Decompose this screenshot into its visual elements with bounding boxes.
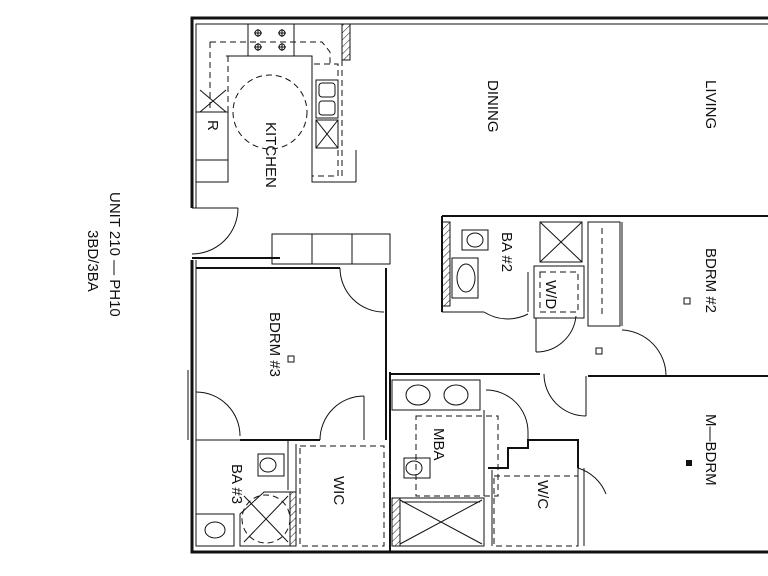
refrigerator-label: R [204, 120, 221, 131]
ba3-label: BA #3 [228, 464, 245, 504]
mba-label: MBA [430, 428, 447, 461]
mbdrm-label: M—BDRM [702, 414, 719, 486]
master-closet [488, 439, 607, 547]
washer-dryer-closet [533, 265, 585, 319]
wic-label: WIC [330, 476, 347, 505]
bath-2 [441, 215, 768, 353]
bedroom-2 [587, 221, 768, 377]
wc-label: W/C [534, 480, 551, 509]
wic [295, 444, 385, 547]
kitchen-sink [315, 79, 339, 119]
unit-title-line2: 3BD/3BA [84, 230, 101, 292]
bedroom-3 [195, 267, 391, 552]
cabinet-bank [271, 233, 391, 265]
master-shower [391, 497, 485, 547]
unit-title: UNIT 210 — PH10 3BD/3BA [84, 192, 123, 317]
bath-3 [195, 439, 297, 547]
bdrm2-label: BDRM #2 [702, 248, 719, 313]
bath3-toilet [257, 453, 285, 477]
ba2-label: BA #2 [498, 232, 515, 272]
entry-door [191, 207, 280, 259]
kitchen-label: KITCHEN [262, 122, 279, 188]
kitchen: R [195, 23, 357, 183]
living-label: LIVING [702, 80, 719, 129]
dishwasher [315, 119, 339, 149]
cooktop-burners [254, 29, 286, 51]
room-labels: KITCHEN DINING LIVING BA #2 BDRM #2 BDRM… [228, 80, 719, 509]
dining-label: DINING [484, 80, 501, 133]
unit-title-line1: UNIT 210 — PH10 [106, 192, 123, 317]
m-bdrm-marker [686, 460, 692, 466]
hall-and-master-bath [390, 373, 587, 547]
wd-label: W/D [542, 280, 559, 309]
kitchen-wall-hatch [341, 23, 351, 61]
bdrm3-label: BDRM #3 [266, 312, 283, 377]
